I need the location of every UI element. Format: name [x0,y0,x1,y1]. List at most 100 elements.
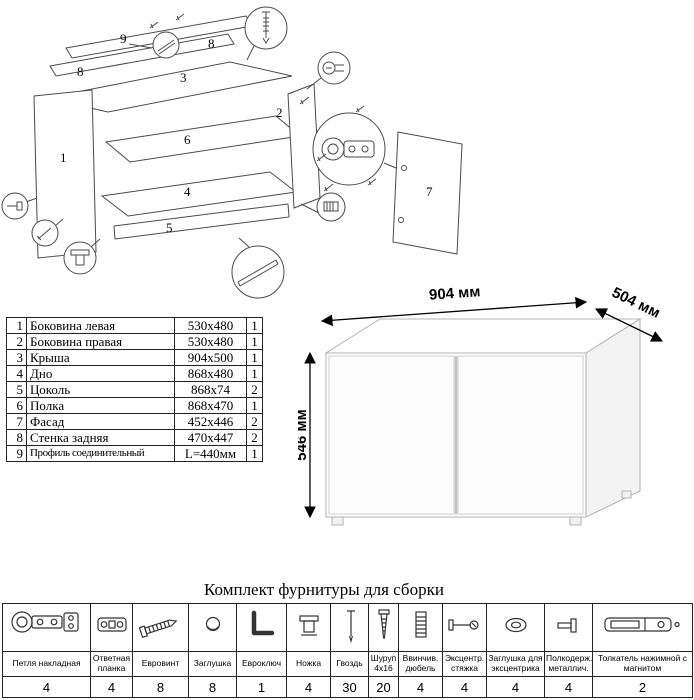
callout-leg [63,241,97,275]
shelf-panel [104,115,302,163]
cap-icon [188,603,237,652]
part-number: 5 [6,381,27,398]
exploded-view-diagram: 8 8 9 3 1 6 4 5 2 7 [1,6,463,299]
part-label-4: 4 [184,184,191,199]
hardware-item-label: Эксцентр. стяжка [442,651,487,677]
part-number: 6 [6,397,27,414]
hardware-item-label: Полкодерж. металлич. [544,651,593,677]
euro-screw-icon [132,603,189,652]
hex-key-icon [236,603,287,652]
cabinet-left-door [328,355,455,515]
hardware-item-qty: 4 [90,676,133,698]
part-qty: 1 [246,397,263,414]
hardware-item-qty: 4 [286,676,331,698]
hardware-item-qty: 4 [544,676,593,698]
screw-mark [316,153,327,162]
part-qty: 1 [246,333,263,350]
part-qty: 2 [246,381,263,398]
hardware-item-label: Толкатель нажимной с магнитом [592,651,693,677]
part-qty: 1 [246,349,263,366]
part-label-6: 6 [184,132,191,147]
hardware-item-qty: 4 [442,676,487,698]
part-size: 904x500 [174,349,247,366]
parts-row: 9 Профиль соединительный L=440мм 1 [6,445,263,462]
part-size: 530x480 [174,333,247,350]
part-name: Боковина левая [26,317,175,334]
part-size: L=440мм [174,445,247,462]
hardware-item-label: Петля накладная [2,651,91,677]
part-label-5: 5 [166,220,173,235]
door-panel [392,131,463,255]
screw-mark [367,178,377,186]
screw-mark [323,183,334,192]
parts-row: 8 Стенка задняя 470x447 2 [6,429,263,446]
part-number: 8 [6,429,27,446]
cabinet-foot [569,516,582,526]
screw-mark [299,96,310,105]
screw-mark [355,105,365,113]
parts-table: 1 Боковина левая 530x480 1 2 Боковина пр… [6,317,263,462]
part-label-8a: 8 [77,64,84,79]
left-side-panel [33,89,97,259]
parts-row: 7 Фасад 452x446 2 [6,413,263,430]
part-name: Стенка задняя [26,429,175,446]
part-label-9: 9 [120,31,127,46]
hardware-item-qty: 4 [2,676,91,698]
part-label-2: 2 [276,105,283,120]
depth-dimension-label: 504 мм [609,284,663,322]
width-dimension-arrow [320,296,588,327]
callout-profile-detail [231,245,285,299]
height-dimension-label: 546 мм [298,409,310,460]
part-size: 452x446 [174,413,247,430]
callout-cam-bolt [317,51,351,85]
striker-plate-icon [90,603,133,652]
hardware-qty-row: 4 4 8 8 1 4 30 20 4 4 4 4 2 [2,676,693,698]
screw-icon [368,603,399,652]
part-qty: 1 [246,317,263,334]
hardware-item-label: Ножка [286,651,331,677]
hardware-item-label: Евровинт [132,651,189,677]
parts-row: 2 Боковина правая 530x480 1 [6,333,263,350]
part-label-1: 1 [60,150,67,165]
part-name: Профиль соединительный [26,445,175,462]
cabinet-top-face [324,318,642,354]
parts-row: 1 Боковина левая 530x480 1 [6,317,263,334]
assembled-cabinet-drawing: 904 мм 504 мм 546 мм [298,283,664,526]
part-size: 868x480 [174,365,247,382]
cabinet-right-door [457,355,584,515]
parts-row: 6 Полка 868x470 1 [6,397,263,414]
parts-row: 5 Цоколь 868x74 2 [6,381,263,398]
cam-bolt-icon [442,603,487,652]
part-name: Крыша [26,349,175,366]
shelf-support-icon [544,603,593,652]
part-name: Дно [26,365,175,382]
hardware-labels-row: Петля накладная Ответная планка Евровинт… [2,651,693,677]
hardware-item-label: Заглушка [188,651,237,677]
part-label-8b: 8 [208,36,215,51]
part-label-3: 3 [180,70,187,85]
nail-icon [330,603,369,652]
part-qty: 1 [246,365,263,382]
hardware-item-label: Заглушка для эксцентрика [486,651,545,677]
push-latch-icon [592,603,693,652]
part-name: Фасад [26,413,175,430]
hardware-item-qty: 20 [368,676,399,698]
part-number: 9 [6,445,27,462]
hardware-item-qty: 1 [236,676,287,698]
hardware-item-qty: 8 [132,676,189,698]
part-label-7: 7 [426,184,433,199]
part-number: 2 [6,333,27,350]
part-qty: 2 [246,429,263,446]
hardware-kit-title: Комплект фурнитуры для сборки [204,580,444,599]
part-size: 868x74 [174,381,247,398]
hinge-icon [2,603,91,652]
hardware-item-label: Ввинчив. дюбель [398,651,443,677]
cabinet-right-face [585,318,641,518]
hardware-item-qty: 8 [188,676,237,698]
part-number: 3 [6,349,27,366]
screw-mark [149,21,159,29]
parts-row: 4 Дно 868x480 1 [6,365,263,382]
cabinet-foot [331,516,344,526]
part-name: Боковина правая [26,333,175,350]
part-size: 470x447 [174,429,247,446]
